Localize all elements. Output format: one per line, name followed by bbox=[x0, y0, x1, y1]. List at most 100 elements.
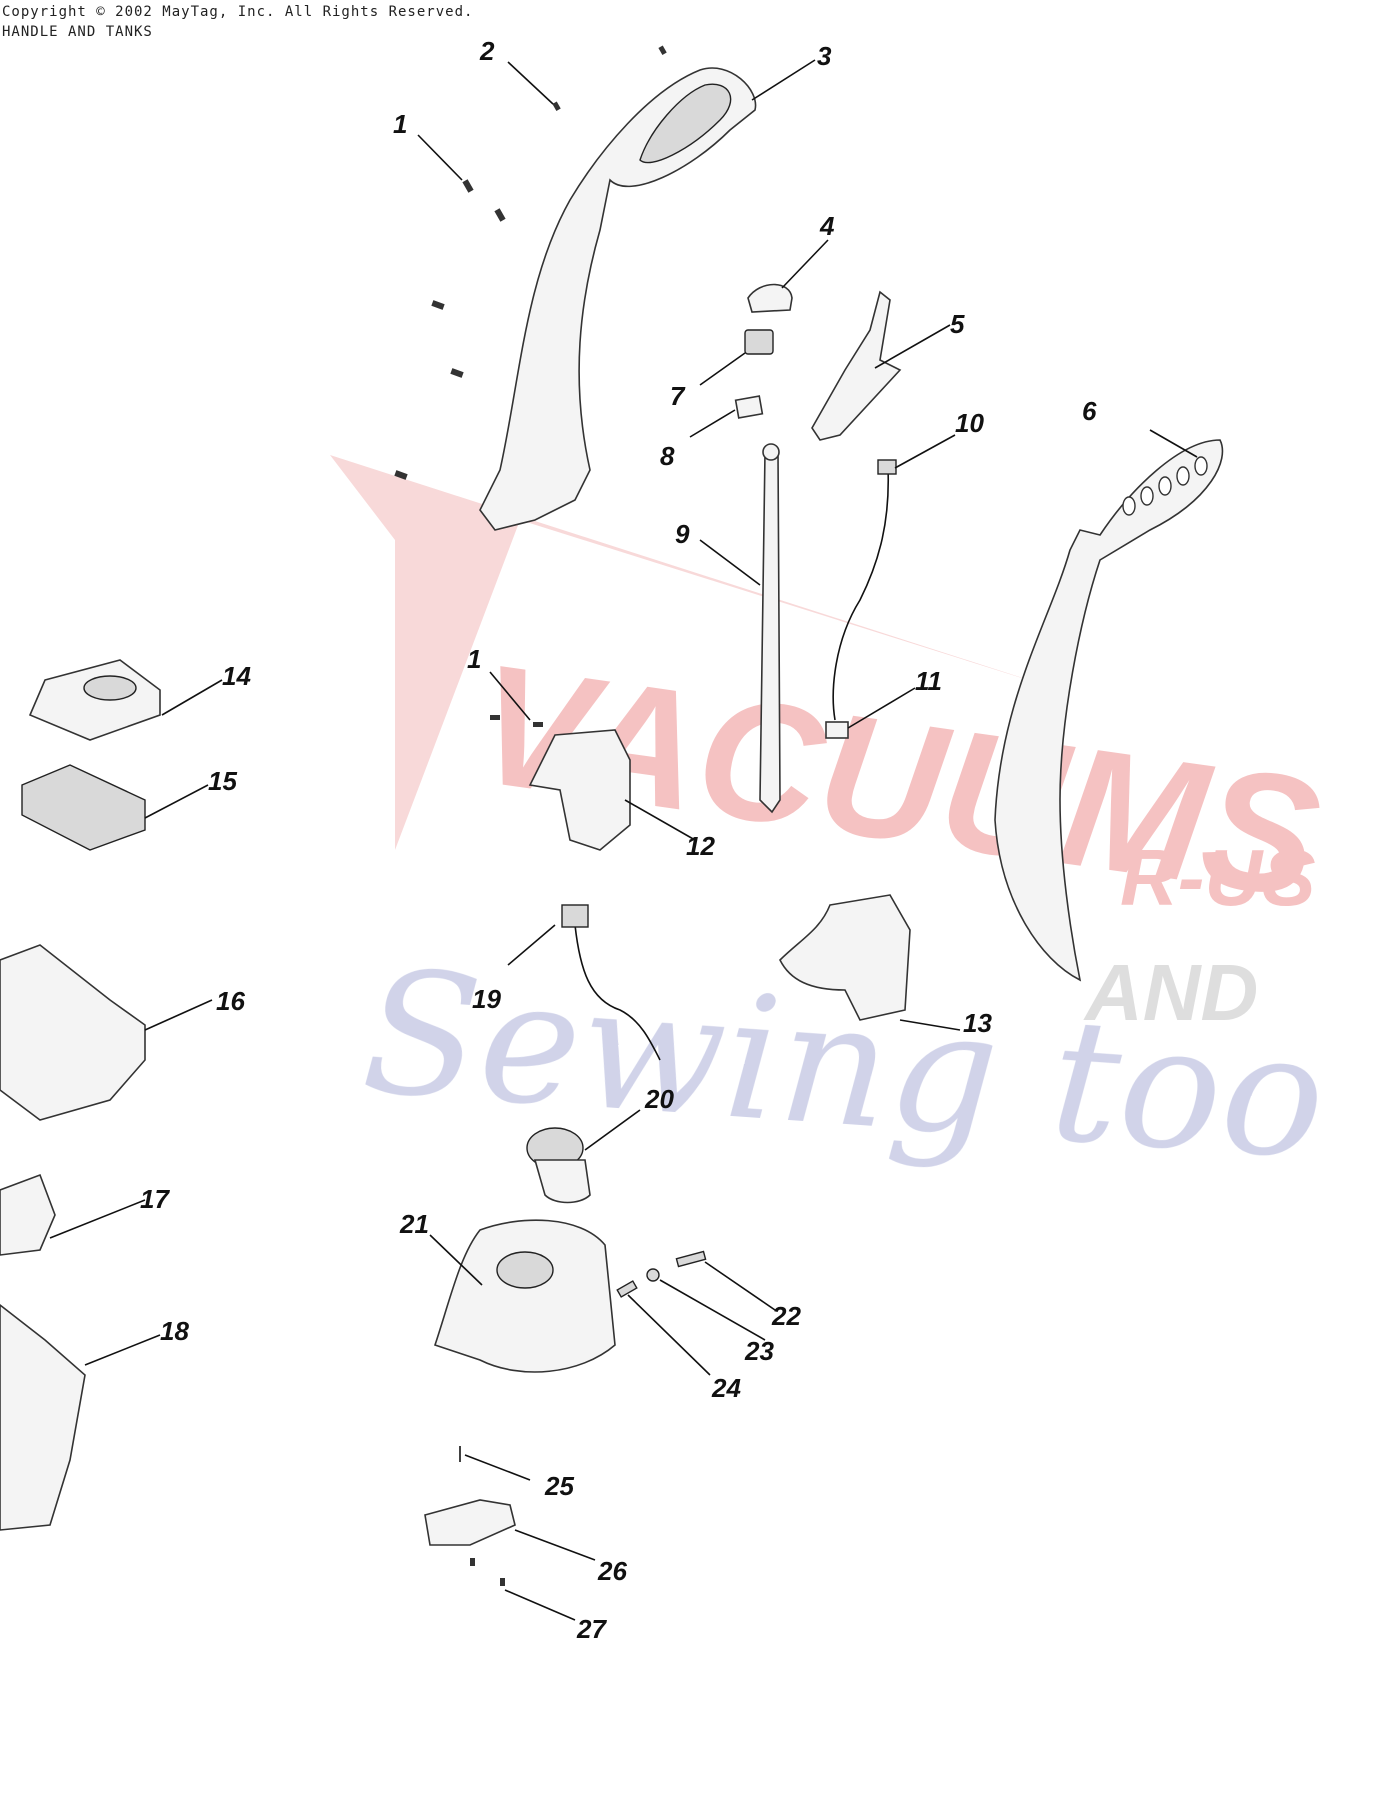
switch-clip-part bbox=[734, 395, 764, 419]
mounting-bracket-part bbox=[528, 729, 631, 851]
valve-spring-part bbox=[616, 1280, 638, 1298]
handle-cover-buttons bbox=[1122, 456, 1208, 516]
section-title: HANDLE AND TANKS bbox=[2, 24, 153, 40]
filter-cover-part bbox=[28, 659, 161, 741]
leader-10 bbox=[894, 434, 956, 469]
leader-20 bbox=[584, 1109, 641, 1151]
actuator-rod-part bbox=[759, 451, 781, 814]
filter-part bbox=[21, 764, 146, 851]
diagram-header: Copyright © 2002 MayTag, Inc. All Rights… bbox=[2, 2, 473, 42]
leader-19 bbox=[507, 924, 556, 966]
rod-end-cap bbox=[762, 443, 780, 461]
leader-25 bbox=[464, 1454, 531, 1481]
float-part bbox=[0, 1173, 56, 1256]
hose-part bbox=[574, 924, 661, 1061]
watermark-v-shape bbox=[330, 455, 1060, 850]
leader-18 bbox=[84, 1334, 161, 1366]
part-illustrations bbox=[0, 45, 1224, 1586]
pump-housing-part bbox=[779, 894, 911, 1021]
callout-23: 23 bbox=[744, 1336, 774, 1366]
callout-7: 7 bbox=[670, 381, 686, 411]
screw-parts bbox=[394, 45, 667, 727]
leader-24 bbox=[627, 1294, 711, 1376]
watermark: VACUUMS R-US AND Sewing too bbox=[330, 455, 1331, 1198]
leader-17 bbox=[49, 1199, 146, 1239]
callout-17: 17 bbox=[140, 1184, 170, 1214]
callout-19: 19 bbox=[472, 984, 501, 1014]
callout-15: 15 bbox=[208, 766, 237, 796]
copyright-notice: Copyright © 2002 MayTag, Inc. All Rights… bbox=[2, 4, 474, 20]
callout-12: 12 bbox=[686, 831, 715, 861]
callout-10: 10 bbox=[955, 408, 984, 438]
latch-screw-part-b bbox=[500, 1578, 505, 1586]
callout-4: 4 bbox=[819, 211, 835, 241]
leader-21 bbox=[429, 1234, 483, 1286]
callout-1-lower: 1 bbox=[467, 644, 481, 674]
leader-22 bbox=[704, 1261, 776, 1311]
leader-12 bbox=[624, 799, 696, 841]
hose-connector bbox=[561, 904, 589, 928]
wire-connector-bottom bbox=[825, 721, 849, 739]
trigger-button-part bbox=[747, 283, 793, 313]
leader-13 bbox=[899, 1019, 961, 1031]
leader-1-top bbox=[417, 134, 463, 181]
watermark-suffix: R-US bbox=[1120, 833, 1316, 922]
trigger-lever-part bbox=[811, 290, 902, 441]
leader-5 bbox=[874, 324, 951, 369]
leader-2 bbox=[507, 61, 554, 105]
leader-6 bbox=[1149, 429, 1198, 458]
leader-1-lower bbox=[489, 671, 531, 721]
latch-screw-part bbox=[470, 1558, 475, 1566]
callout-6: 6 bbox=[1082, 396, 1097, 426]
callout-2: 2 bbox=[479, 36, 495, 66]
callout-25: 25 bbox=[544, 1471, 574, 1501]
callout-8: 8 bbox=[660, 441, 675, 471]
filter-cover-knob bbox=[83, 675, 137, 701]
callout-5: 5 bbox=[950, 309, 965, 339]
callout-14: 14 bbox=[222, 661, 251, 691]
handle-frame-part bbox=[479, 67, 757, 531]
leader-7 bbox=[699, 352, 746, 386]
switch-part bbox=[744, 329, 774, 355]
handle-grip-opening bbox=[639, 83, 732, 164]
callout-18: 18 bbox=[160, 1316, 189, 1346]
callout-3: 3 bbox=[817, 41, 832, 71]
leader-23 bbox=[659, 1279, 766, 1341]
leader-4 bbox=[781, 239, 829, 289]
callout-16: 16 bbox=[216, 986, 245, 1016]
callout-1: 1 bbox=[393, 109, 407, 139]
valve-seal-part bbox=[646, 1268, 660, 1282]
callout-24: 24 bbox=[711, 1373, 741, 1403]
valve-stem-part bbox=[675, 1250, 707, 1268]
callout-13: 13 bbox=[963, 1008, 992, 1038]
wire-connector-top bbox=[877, 459, 897, 475]
leader-3 bbox=[751, 59, 816, 101]
leader-8 bbox=[689, 409, 736, 438]
leader-16 bbox=[144, 999, 213, 1031]
callout-9: 9 bbox=[675, 519, 690, 549]
callout-27: 27 bbox=[576, 1614, 607, 1644]
leader-9 bbox=[699, 539, 761, 586]
recovery-tank-lid-part bbox=[0, 944, 146, 1121]
recovery-tank-part bbox=[0, 1303, 86, 1531]
callout-21: 21 bbox=[399, 1209, 429, 1239]
watermark-connector: AND bbox=[1083, 948, 1258, 1037]
callout-26: 26 bbox=[597, 1556, 627, 1586]
leader-27 bbox=[504, 1589, 576, 1621]
handle-cover-part bbox=[994, 439, 1224, 982]
leader-15 bbox=[144, 784, 209, 819]
latch-part bbox=[424, 1499, 516, 1546]
leader-lines bbox=[49, 59, 1198, 1621]
leader-11 bbox=[847, 687, 916, 729]
wiring-harness-part bbox=[832, 467, 890, 721]
tank-cap-body bbox=[533, 1159, 591, 1204]
callout-numbers: 1 2 3 4 5 6 7 8 9 10 11 1 12 13 14 15 16… bbox=[140, 36, 1097, 1644]
callout-22: 22 bbox=[771, 1301, 801, 1331]
solution-tank-part bbox=[433, 1219, 616, 1373]
tank-opening bbox=[496, 1251, 554, 1289]
callout-20: 20 bbox=[644, 1084, 674, 1114]
leader-14 bbox=[161, 679, 223, 716]
callout-11: 11 bbox=[915, 666, 942, 696]
leader-26 bbox=[514, 1529, 596, 1561]
